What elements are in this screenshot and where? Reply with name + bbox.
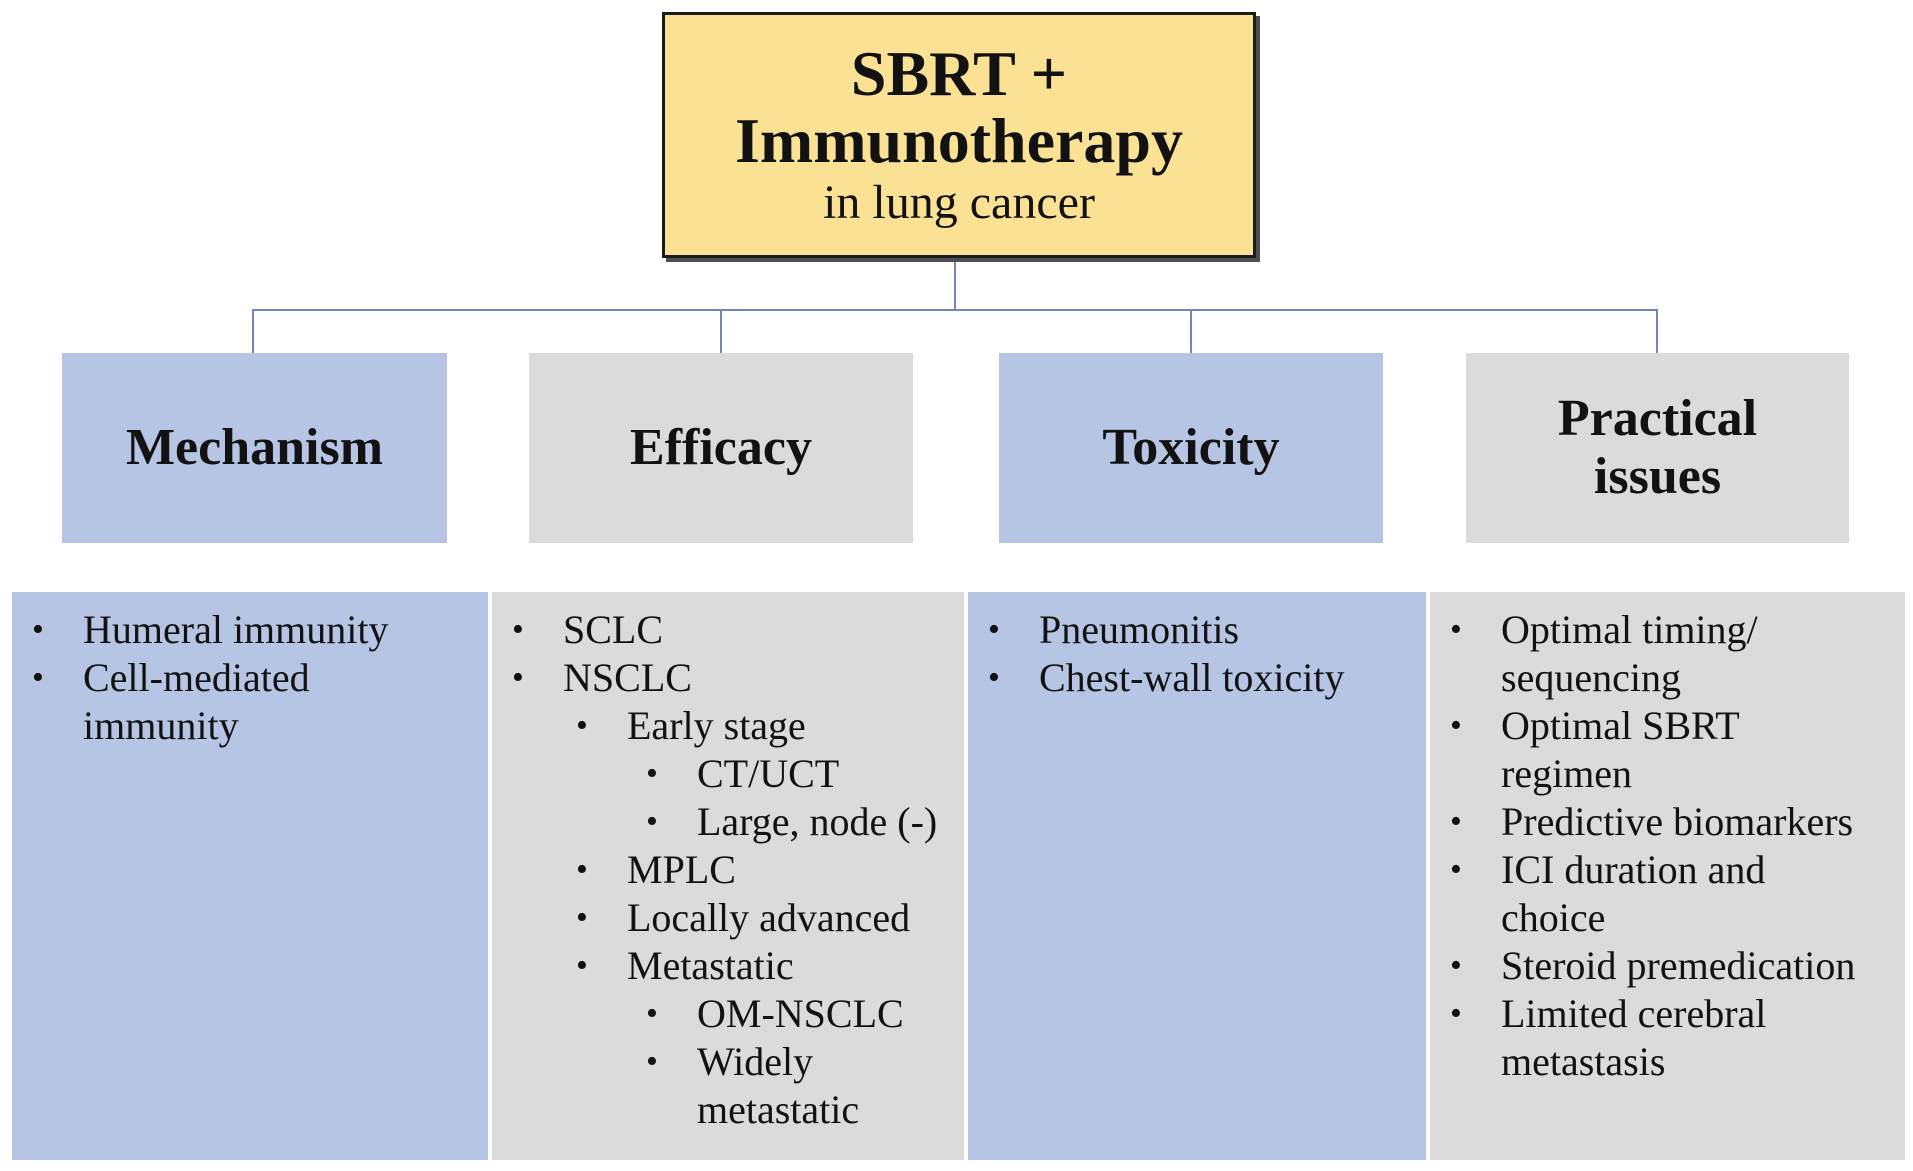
bullet-icon: • [1450, 611, 1462, 648]
list-item-text: OM-NSCLC [697, 991, 904, 1036]
root-subtitle: in lung cancer [823, 176, 1095, 230]
branch-panel-mechanism: • Humeral immunity • Cell-mediated immunity [12, 592, 488, 1160]
list-item-text: Locally advanced [627, 895, 911, 940]
bullet-icon: • [1450, 851, 1462, 888]
bullet-icon: • [1450, 707, 1462, 744]
list-item-text: NSCLC [563, 655, 692, 700]
bullet-icon: • [646, 1043, 658, 1080]
connector-drop-efficacy [720, 310, 722, 353]
branch-header-practical-issues: Practical issues [1466, 353, 1849, 543]
bullet-icon: • [512, 659, 524, 696]
list-item-text: Optimal SBRT regimen [1501, 703, 1740, 796]
bullet-icon: • [576, 899, 588, 936]
branch-panel-practical-issues: • Optimal timing/ sequencing • Optimal SBRT… [1430, 592, 1905, 1160]
list-item: • Optimal SBRT regimen [1430, 702, 1905, 798]
list-item-text: Chest-wall toxicity [1039, 655, 1345, 700]
list-item: • SCLC [492, 606, 964, 654]
list-item: • Widely metastatic [492, 1038, 964, 1134]
connector-drop-practical-issues [1656, 310, 1658, 353]
list-item: • CT/UCT [492, 750, 964, 798]
branch-header-mechanism: Mechanism [62, 353, 447, 543]
bullet-icon: • [1450, 947, 1462, 984]
list-item-text: Large, node (-) [697, 799, 938, 844]
list-item-text: Predictive biomarkers [1501, 799, 1854, 844]
bullet-icon: • [1450, 803, 1462, 840]
bullet-icon: • [32, 659, 44, 696]
bullet-icon: • [988, 611, 1000, 648]
connector-stem-line [954, 262, 956, 310]
root-node-box: SBRT + Immunotherapy in lung cancer [662, 12, 1256, 258]
root-title-line2: Immunotherapy [734, 105, 1184, 177]
list-item: • Metastatic [492, 942, 964, 990]
bullet-icon: • [576, 851, 588, 888]
list-item: • Large, node (-) [492, 798, 964, 846]
list-item-text: ICI duration and choice [1501, 847, 1766, 940]
bullet-icon: • [646, 755, 658, 792]
list-item: • Early stage [492, 702, 964, 750]
bullet-icon: • [988, 659, 1000, 696]
list-item: • Chest-wall toxicity [968, 654, 1426, 702]
list-item: • NSCLC [492, 654, 964, 702]
list-item-text: Pneumonitis [1039, 607, 1240, 652]
list-item-text: Widely metastatic [697, 1039, 860, 1132]
list-item: • MPLC [492, 846, 964, 894]
bullet-icon: • [646, 995, 658, 1032]
list-item: • Predictive biomarkers [1430, 798, 1905, 846]
bullet-icon: • [646, 803, 658, 840]
bullet-icon: • [576, 707, 588, 744]
list-item-text: SCLC [563, 607, 664, 652]
list-item: • Locally advanced [492, 894, 964, 942]
list-item-text: Cell-mediated immunity [83, 655, 310, 748]
list-item-text: Humeral immunity [83, 607, 389, 652]
list-item: • Pneumonitis [968, 606, 1426, 654]
bullet-icon: • [512, 611, 524, 648]
list-item-text: Steroid premedication [1501, 943, 1856, 988]
connector-drop-toxicity [1190, 310, 1192, 353]
list-item: • Optimal timing/ sequencing [1430, 606, 1905, 702]
list-item: • Limited cerebral metastasis [1430, 990, 1905, 1086]
list-item: • Steroid premedication [1430, 942, 1905, 990]
list-item-text: Early stage [627, 703, 806, 748]
bullet-icon: • [32, 611, 44, 648]
branch-header-efficacy: Efficacy [529, 353, 913, 543]
bullet-icon: • [576, 947, 588, 984]
branch-header-toxicity: Toxicity [999, 353, 1383, 543]
list-item-text: Limited cerebral metastasis [1501, 991, 1767, 1084]
list-item: • Humeral immunity [12, 606, 488, 654]
list-item-text: CT/UCT [697, 751, 840, 796]
list-item-text: Optimal timing/ sequencing [1501, 607, 1758, 700]
branch-panel-efficacy: • SCLC • NSCLC • Early stage • CT/UCT • Large, no… [492, 592, 964, 1160]
connector-horizontal-line [252, 309, 1658, 311]
connector-drop-mechanism [252, 310, 254, 353]
list-item-text: MPLC [627, 847, 736, 892]
list-item: • Cell-mediated immunity [12, 654, 488, 750]
list-item: • OM-NSCLC [492, 990, 964, 1038]
root-title-line1: SBRT + [850, 37, 1068, 109]
branch-panel-toxicity: • Pneumonitis • Chest-wall toxicity [968, 592, 1426, 1160]
bullet-icon: • [1450, 995, 1462, 1032]
list-item-text: Metastatic [627, 943, 794, 988]
list-item: • ICI duration and choice [1430, 846, 1905, 942]
